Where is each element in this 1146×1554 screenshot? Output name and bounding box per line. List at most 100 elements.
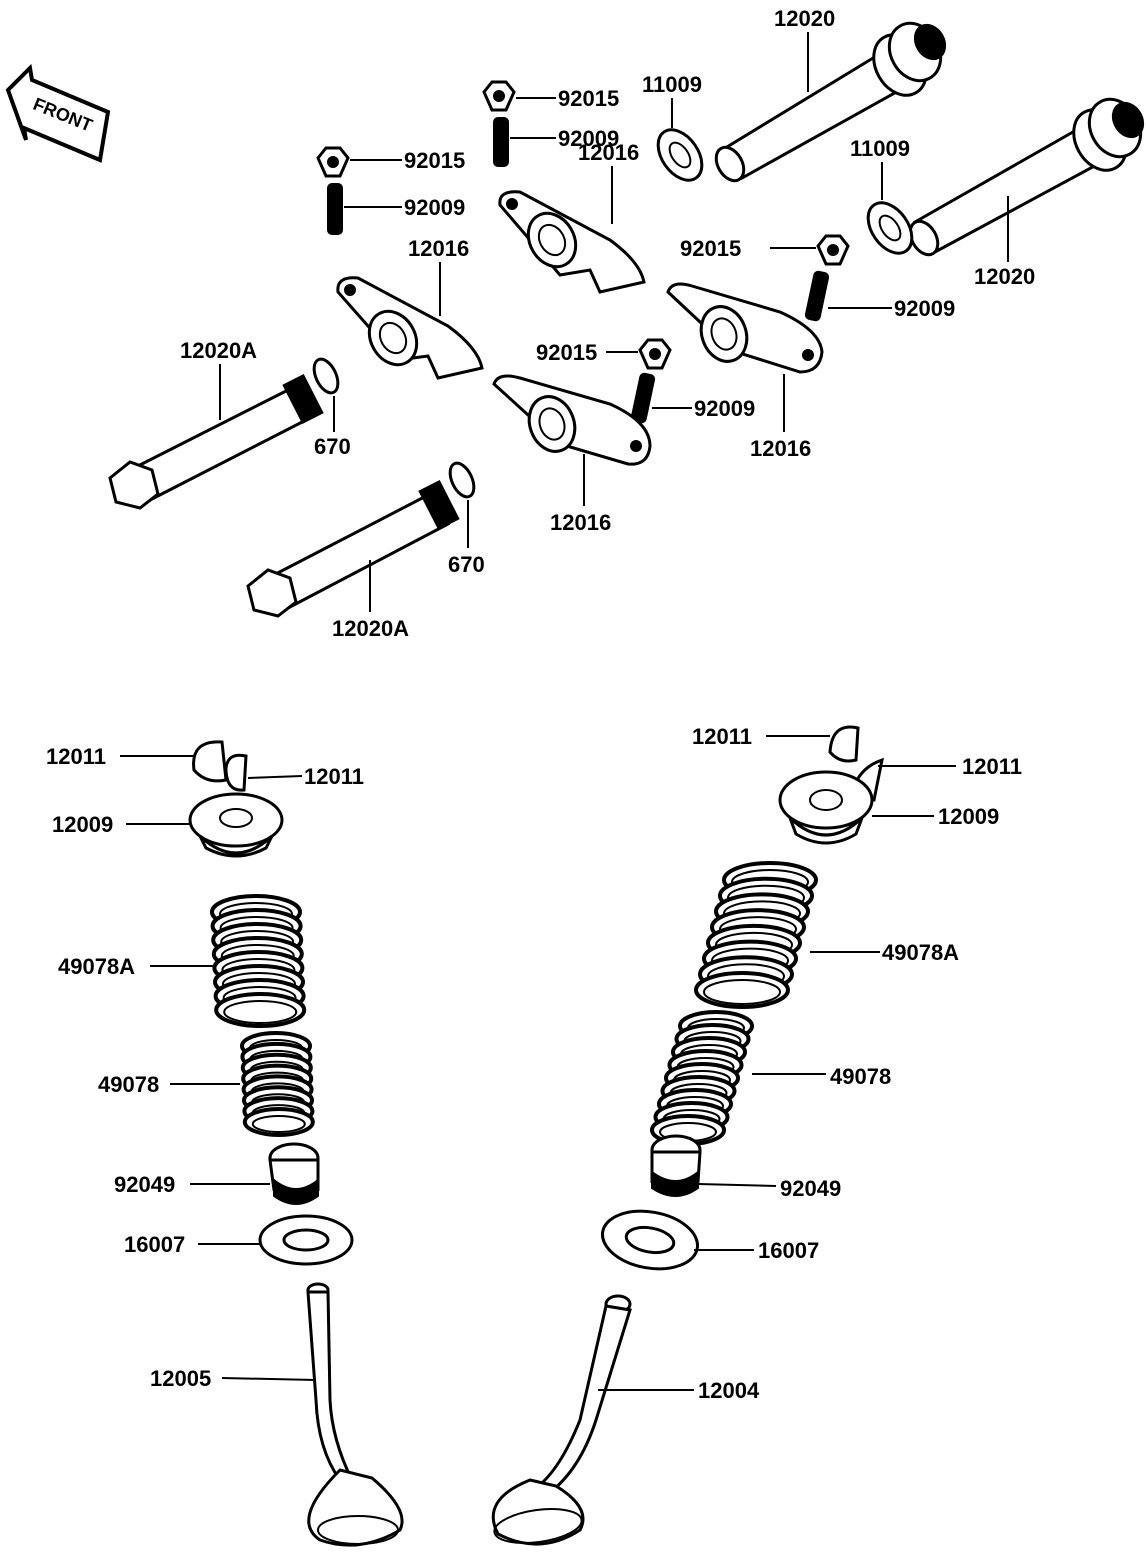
callout-label: 16007: [758, 1238, 819, 1263]
callout-label: 49078A: [58, 954, 135, 979]
callout-12016-right: 12016: [750, 374, 811, 461]
callout-92015-center: 92015: [536, 340, 638, 365]
callout-670-upper: 670: [314, 396, 351, 459]
callout-label: 12016: [408, 236, 469, 261]
callout-16007-right: 16007: [694, 1238, 819, 1263]
outer-valve-spring-left: [210, 894, 307, 1028]
callout-label: 92009: [694, 396, 755, 421]
callout-label: 92049: [114, 1172, 175, 1197]
callout-12005: 12005: [150, 1366, 317, 1391]
adjusting-screw-center: [630, 372, 656, 424]
rocker-arm-left: [336, 276, 484, 380]
callout-label: 92049: [780, 1176, 841, 1201]
callout-label: 92015: [680, 236, 741, 261]
callout-12016-top: 12016: [578, 140, 639, 224]
callout-label: 12009: [938, 804, 999, 829]
callout-12020a-lower: 12020A: [332, 560, 409, 641]
adjusting-screw-left: [327, 183, 343, 235]
callout-label: 12016: [578, 140, 639, 165]
stem-seal-left: [268, 1142, 320, 1205]
rocker-shaft-long-lower: [908, 97, 1145, 257]
nut-center: [638, 338, 672, 370]
callout-92015-top: 92015: [516, 86, 619, 111]
callout-12020a-upper: 12020A: [180, 338, 257, 420]
callout-label: 11009: [850, 136, 910, 161]
callout-label: 49078: [98, 1072, 159, 1097]
callout-12016-left: 12016: [408, 236, 469, 316]
rocker-shaft-long-upper: [714, 21, 947, 183]
inner-valve-spring-right: [650, 1010, 754, 1146]
callout-12020-lower: 12020: [974, 196, 1035, 289]
gasket-upper: [656, 128, 704, 182]
callout-label: 16007: [124, 1232, 185, 1257]
rocker-arm-center: [492, 374, 652, 466]
callout-label: 12020: [774, 6, 835, 31]
callout-11009-lower: 11009: [850, 136, 910, 200]
callout-label: 12016: [550, 510, 611, 535]
intake-valve: [491, 1294, 632, 1546]
callout-label: 12004: [698, 1378, 760, 1403]
callout-12011-left-b: 12011: [247, 764, 364, 789]
callout-label: 92009: [404, 195, 465, 220]
callout-49078-right: 49078: [752, 1064, 891, 1089]
callout-label: 12020: [974, 264, 1035, 289]
callout-label: 12020A: [180, 338, 257, 363]
callout-12004: 12004: [598, 1378, 760, 1403]
valve-cotter-left-a: [192, 740, 228, 783]
spring-retainer-right: [778, 770, 874, 845]
callout-92009-center: 92009: [652, 396, 755, 421]
adjusting-screw-top-center: [493, 117, 509, 167]
callout-12009-left: 12009: [52, 812, 190, 837]
callout-92049-right: 92049: [697, 1176, 841, 1201]
callout-49078-left: 49078: [98, 1072, 240, 1097]
rocker-arm-top: [498, 190, 646, 294]
callouts: 12020 92015 92009 11009 92015 92009: [46, 6, 1035, 1403]
callout-12020-upper: 12020: [774, 6, 835, 92]
callout-label: 12020A: [332, 616, 409, 641]
callout-12011-right-a: 12011: [692, 724, 830, 749]
callout-label: 49078: [830, 1064, 891, 1089]
callout-92009-right: 92009: [828, 296, 955, 321]
stem-seal-right: [650, 1134, 702, 1197]
callout-12009-right: 12009: [872, 804, 999, 829]
callout-label: 92015: [536, 340, 597, 365]
callout-92015-right: 92015: [680, 236, 816, 261]
callout-label: 12011: [962, 754, 1022, 779]
callout-label: 49078A: [882, 940, 959, 965]
exhaust-valve: [306, 1282, 404, 1547]
o-ring-left: [312, 357, 340, 395]
callout-label: 670: [448, 552, 485, 577]
callout-label: 12005: [150, 1366, 211, 1391]
callout-92009-left: 92009: [344, 195, 465, 220]
valve-cotter-left-b: [224, 753, 248, 792]
outer-valve-spring-right: [694, 861, 818, 1009]
nut-right: [816, 234, 850, 266]
callout-label: 12011: [46, 744, 106, 769]
callout-label: 12011: [304, 764, 364, 789]
callout-49078a-right: 49078A: [810, 940, 959, 965]
callout-12011-left-a: 12011: [46, 744, 194, 769]
callout-label: 92015: [558, 86, 619, 111]
callout-label: 12009: [52, 812, 113, 837]
spring-retainer-left: [188, 792, 284, 858]
callout-12011-right-b: 12011: [878, 754, 1022, 779]
arrow-left-icon: [5, 63, 111, 163]
callout-label: 670: [314, 434, 351, 459]
rocker-arm-right: [666, 282, 824, 374]
callout-label: 11009: [642, 72, 702, 97]
spring-seat-right: [600, 1209, 700, 1271]
front-marker: FRONT: [5, 63, 111, 163]
callout-label: 12011: [692, 724, 752, 749]
callout-92009-top: 92009: [510, 126, 619, 151]
o-ring-lower: [448, 461, 476, 499]
callout-670-lower: 670: [448, 500, 485, 577]
gasket-lower: [866, 201, 914, 255]
callout-label: 92009: [558, 126, 619, 151]
callout-11009-upper: 11009: [642, 72, 702, 128]
callout-16007-left: 16007: [124, 1232, 260, 1257]
rocker-shaft-lower: [246, 479, 460, 618]
spring-seat-left: [258, 1214, 354, 1266]
callout-label: 92009: [894, 296, 955, 321]
nut-top-center: [482, 80, 516, 112]
